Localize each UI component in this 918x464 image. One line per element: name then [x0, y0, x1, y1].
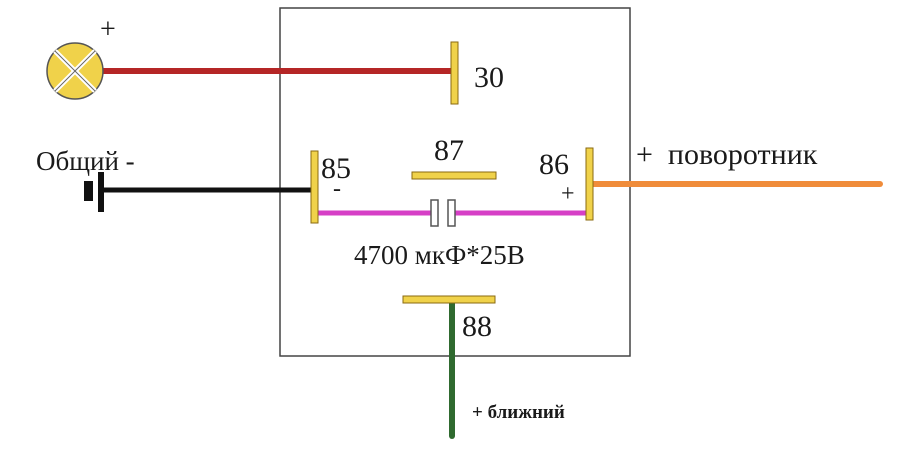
pin-87-label: 87: [434, 134, 464, 167]
pin-88-label: 88: [462, 310, 492, 343]
pin-87-contact: [411, 171, 497, 180]
pin-30-contact: [450, 41, 459, 105]
pin-30-label: 30: [474, 61, 504, 94]
capacitor-label: 4700 мкФ*25В: [354, 240, 525, 270]
pin-86-polarity-label: +: [561, 181, 575, 207]
ground-label: Общий -: [36, 146, 135, 176]
pin-85-label: 85: [321, 152, 351, 185]
pin-85-polarity-label: -: [333, 176, 341, 202]
pin-85-contact: [310, 150, 319, 224]
lamp-polarity-label: +: [100, 14, 116, 45]
low-beam-label: + ближний: [472, 402, 565, 423]
pin-88-contact: [402, 295, 496, 304]
pin-86-label: 86: [539, 148, 569, 181]
turn-signal-label: + поворотник: [636, 138, 818, 171]
pin-86-contact: [585, 147, 594, 221]
capacitor-symbol: [430, 199, 456, 227]
lamp-icon: [46, 42, 104, 100]
ground-battery-icon: [84, 172, 104, 212]
